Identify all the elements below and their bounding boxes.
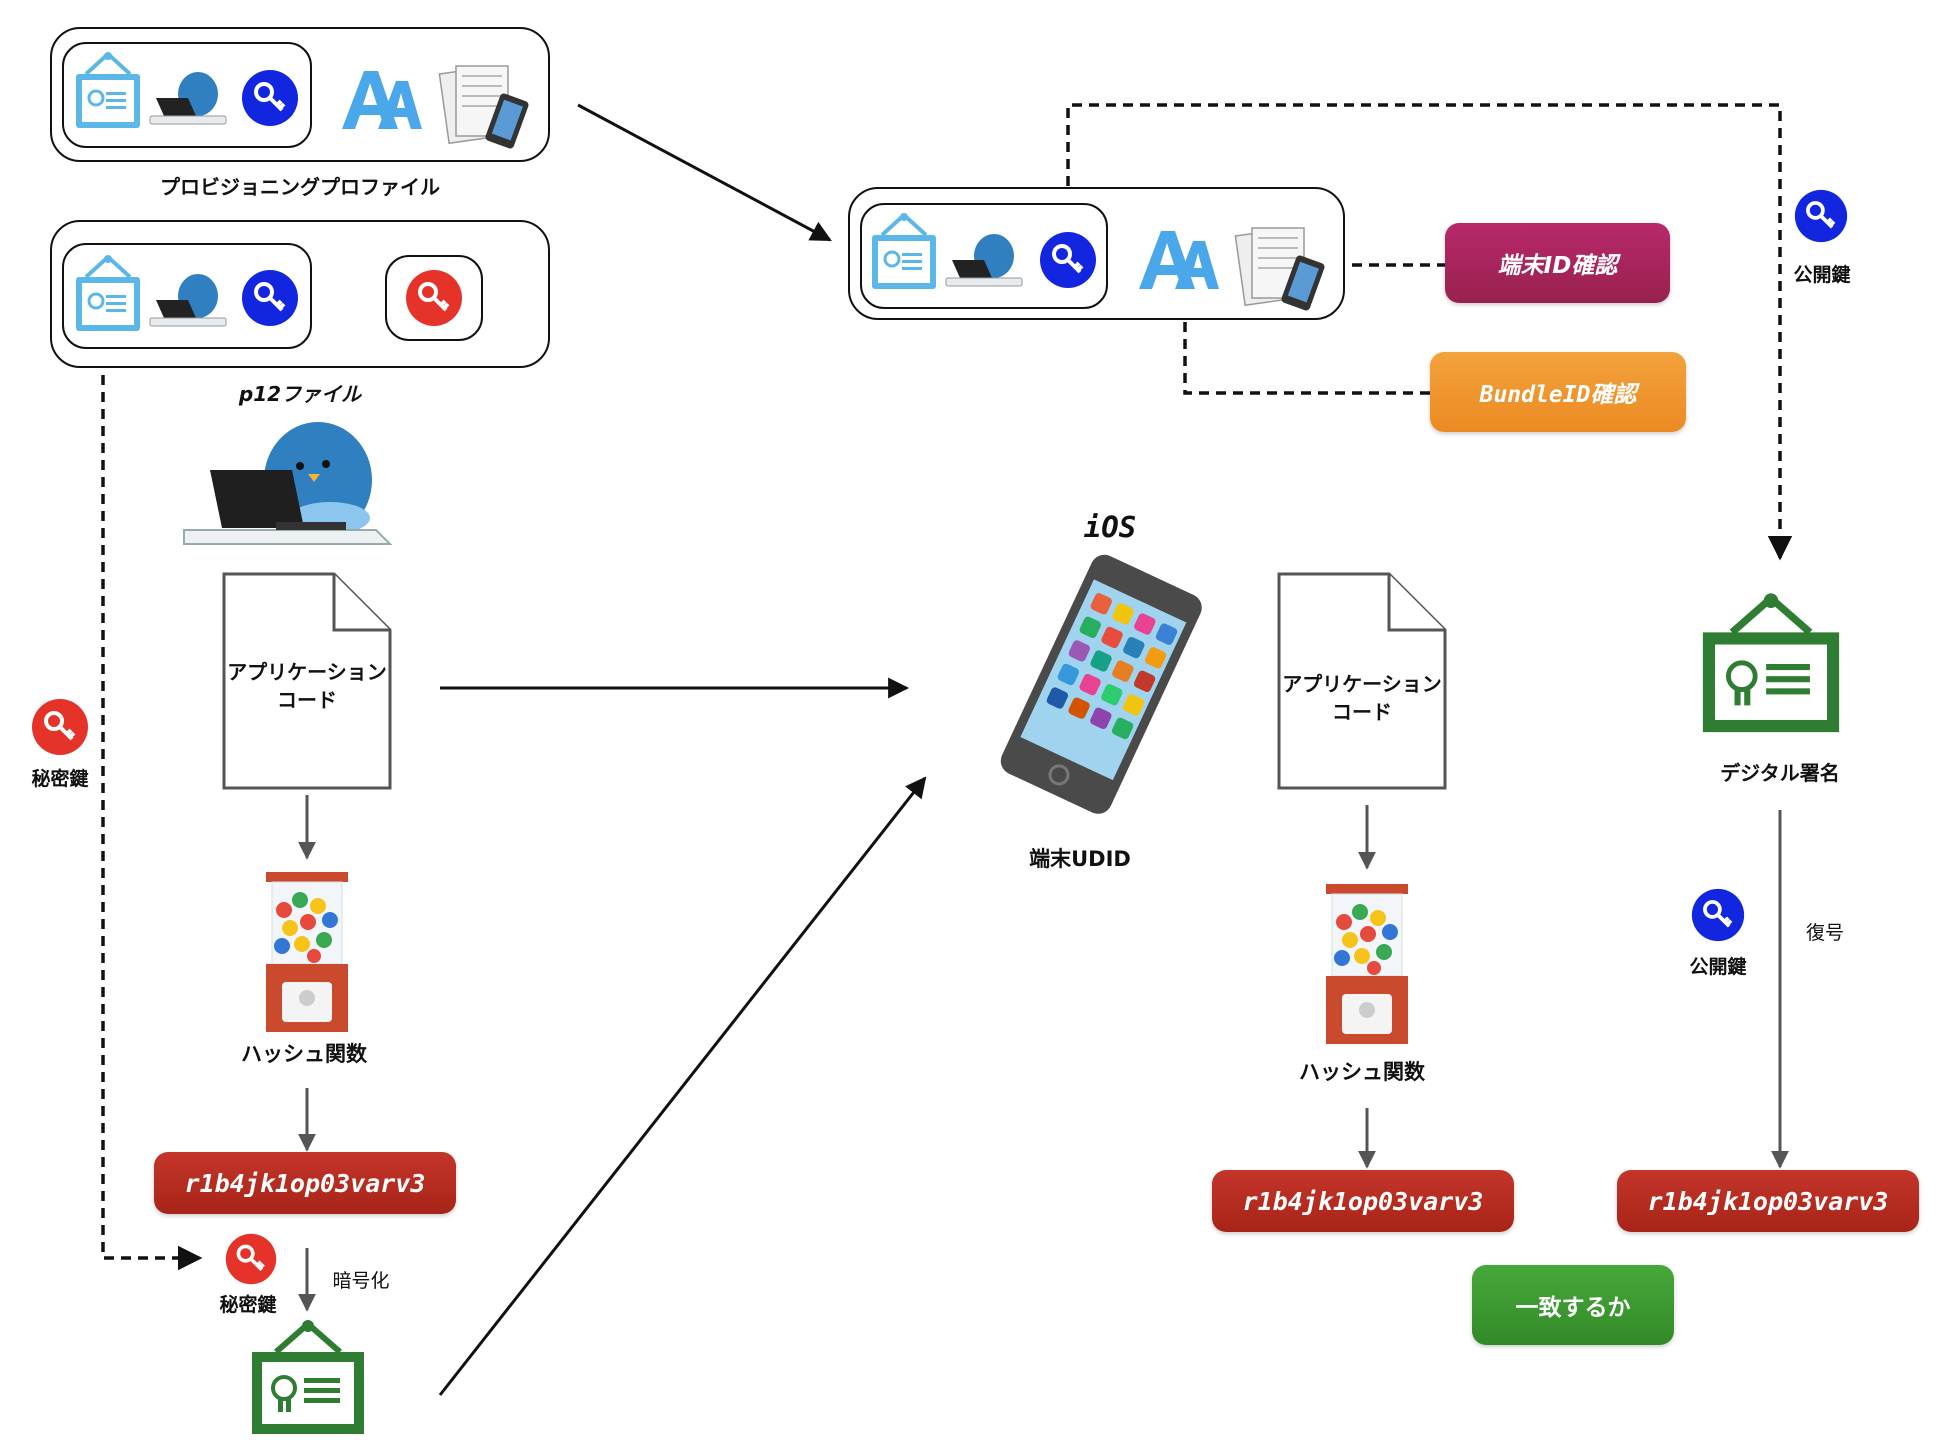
private-key-icon — [406, 270, 462, 326]
public-key-label-top: 公開鍵 — [1793, 264, 1851, 286]
application-code-label-left: アプリケーション コード — [227, 660, 387, 712]
application-code-document-left — [222, 572, 392, 790]
device-list-icon — [1234, 227, 1325, 311]
certificate-icon — [872, 213, 936, 289]
dashed-private-key-path — [101, 375, 203, 1271]
hash-function-icon — [1326, 884, 1408, 1044]
public-key-icon — [1040, 232, 1096, 288]
digital-signature-label: デジタル署名 — [1720, 761, 1840, 785]
certificate-icon — [76, 52, 140, 128]
app-id-icon — [1139, 231, 1219, 289]
ios-label: iOS — [1083, 510, 1137, 544]
developer-illustration — [183, 422, 393, 545]
private-key-label-bottom: 秘密鍵 — [219, 1294, 277, 1316]
dashed-to-bundle-check — [1183, 322, 1430, 395]
private-key-icon — [32, 699, 88, 755]
arrow-signature-to-device — [438, 776, 927, 1396]
device-list-icon — [438, 65, 529, 149]
p12-file-caption: p12ファイル — [238, 382, 362, 406]
hash-function-icon — [266, 872, 348, 1032]
app-id-icon — [342, 71, 422, 129]
private-key-label-left: 秘密鍵 — [31, 768, 89, 790]
dashed-public-key-path — [1066, 103, 1793, 561]
developer-icon — [149, 72, 227, 125]
hash-function-label-right: ハッシュ関数 — [1299, 1060, 1425, 1084]
public-key-icon — [1691, 888, 1745, 942]
arrow-profile-to-device — [577, 103, 832, 242]
hash-function-label-left: ハッシュ関数 — [241, 1042, 367, 1066]
hash-value-decrypted: r1b4jk1op03varv3 — [1617, 1170, 1919, 1232]
match-check: 一致するか — [1472, 1265, 1674, 1345]
developer-icon — [149, 274, 227, 327]
decrypt-label: 復号 — [1805, 922, 1844, 944]
digital-signature-icon — [252, 1320, 364, 1434]
developer-icon — [945, 234, 1023, 287]
hash-value-left: r1b4jk1op03varv3 — [154, 1152, 456, 1214]
digital-signature-icon — [1702, 593, 1840, 733]
device-id-check: 端末ID確認 — [1445, 223, 1670, 303]
hash-value-device: r1b4jk1op03varv3 — [1212, 1170, 1514, 1232]
device-udid-label: 端末UDID — [1029, 847, 1131, 871]
public-key-icon — [1794, 189, 1848, 243]
public-key-icon — [242, 270, 298, 326]
provisioning-profile-caption: プロビジョニングプロファイル — [160, 175, 440, 199]
application-code-label-right: アプリケーション コード — [1282, 672, 1442, 724]
encrypt-label: 暗号化 — [332, 1270, 390, 1292]
private-key-icon — [225, 1233, 277, 1285]
public-key-icon — [242, 70, 298, 126]
ios-device-icon — [1000, 554, 1202, 814]
application-code-document-right — [1277, 572, 1447, 790]
public-key-label-mid: 公開鍵 — [1689, 956, 1747, 978]
certificate-icon — [76, 255, 140, 331]
bundle-id-check: BundleID確認 — [1430, 352, 1686, 432]
